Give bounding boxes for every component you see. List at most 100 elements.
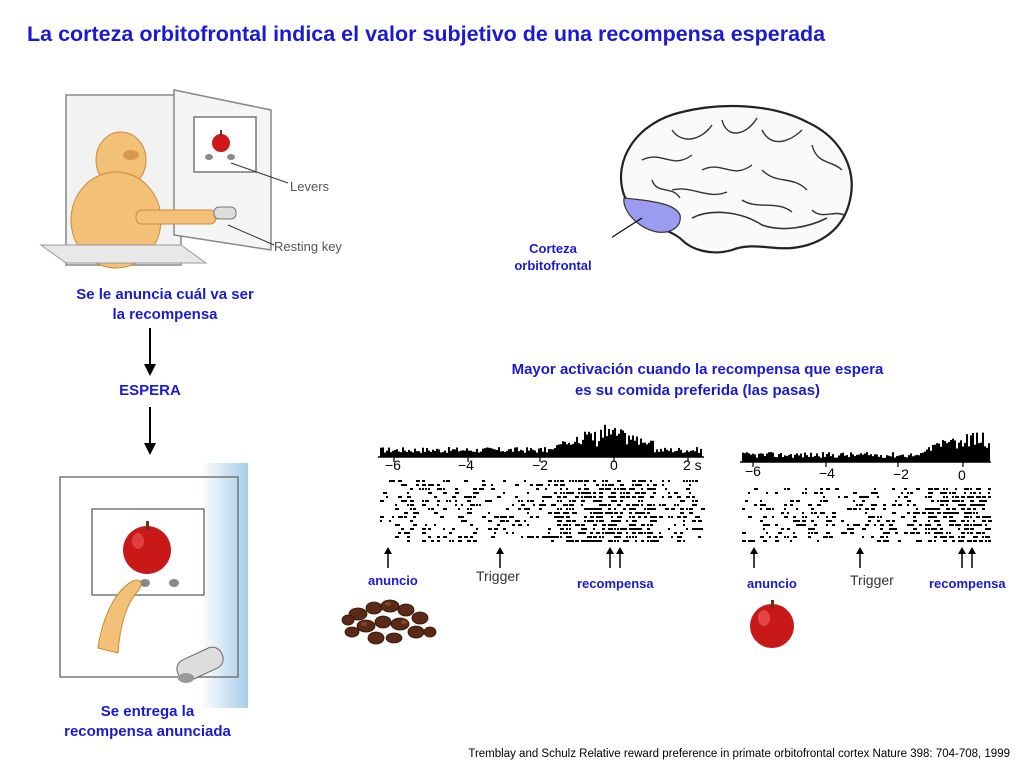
- spike-mark: [584, 488, 588, 490]
- spike-mark: [632, 508, 636, 510]
- spike-mark: [916, 540, 919, 542]
- spike-mark: [862, 536, 864, 538]
- spike-mark: [560, 536, 562, 538]
- spike-mark: [605, 532, 609, 534]
- spike-mark: [904, 488, 907, 490]
- spike-mark: [793, 516, 796, 518]
- spike-mark: [575, 480, 577, 482]
- spike-mark: [973, 492, 976, 494]
- spike-mark: [617, 516, 621, 518]
- spike-mark: [799, 524, 803, 526]
- spike-mark: [605, 484, 607, 486]
- spike-mark: [437, 536, 440, 538]
- spike-mark: [434, 524, 436, 526]
- spike-mark: [425, 500, 429, 502]
- histogram-bar: [664, 447, 666, 457]
- spike-mark: [979, 504, 983, 506]
- histogram-bar: [538, 448, 540, 457]
- histogram-bar: [448, 447, 450, 457]
- histogram-bar: [758, 453, 760, 462]
- spike-mark: [650, 496, 654, 498]
- histogram-bar: [402, 447, 404, 457]
- histogram-bar: [426, 447, 428, 457]
- spike-mark: [410, 500, 414, 502]
- histogram-bar: [832, 454, 834, 462]
- spike-mark: [967, 540, 970, 542]
- histogram-bar: [588, 431, 590, 457]
- spike-mark: [695, 504, 697, 506]
- spike-mark: [793, 520, 797, 522]
- spike-mark: [542, 536, 546, 538]
- spike-mark: [614, 488, 616, 490]
- spike-mark: [961, 508, 965, 510]
- spike-mark: [620, 488, 623, 490]
- spike-mark: [488, 500, 492, 502]
- spike-mark: [479, 504, 481, 506]
- spike-mark: [826, 520, 830, 522]
- histogram-bar: [564, 441, 566, 457]
- spike-mark: [422, 500, 424, 502]
- spike-mark: [638, 480, 641, 482]
- spike-mark: [650, 504, 652, 506]
- raster-left-trigger-label: Trigger: [476, 568, 520, 584]
- histogram-bar: [634, 440, 636, 457]
- spike-mark: [473, 504, 475, 506]
- histogram-bar: [464, 450, 466, 457]
- spike-mark: [422, 484, 426, 486]
- spike-mark: [763, 504, 766, 506]
- spike-mark: [886, 540, 889, 542]
- spike-mark: [769, 508, 771, 510]
- histogram-bar: [742, 452, 744, 462]
- resting-key-label: Resting key: [274, 239, 342, 254]
- citation-footer: Tremblay and Schulz Relative reward pref…: [468, 748, 1010, 760]
- spike-mark: [617, 536, 621, 538]
- spike-mark: [901, 492, 903, 494]
- spike-mark: [494, 532, 496, 534]
- spike-mark: [413, 524, 417, 526]
- spike-mark: [572, 508, 574, 510]
- spike-mark: [578, 532, 582, 534]
- result-heading-line2: es su comida preferida (las pasas): [574, 382, 821, 399]
- spike-mark: [871, 504, 874, 506]
- spike-mark: [979, 492, 981, 494]
- histogram-bar: [618, 433, 620, 457]
- histogram-bar: [914, 455, 916, 462]
- histogram-bar: [462, 450, 464, 457]
- spike-mark: [638, 512, 641, 514]
- spike-mark: [422, 532, 426, 534]
- spike-mark: [925, 528, 927, 530]
- spike-mark: [389, 520, 391, 522]
- spike-mark: [491, 484, 493, 486]
- spike-mark: [790, 504, 793, 506]
- spike-mark: [952, 500, 956, 502]
- spike-mark: [599, 488, 602, 490]
- histogram-bar: [922, 452, 924, 462]
- histogram-bar: [798, 455, 800, 462]
- histogram-bar: [610, 434, 612, 457]
- spike-mark: [410, 508, 412, 510]
- spike-mark: [823, 500, 827, 502]
- spike-mark: [428, 536, 431, 538]
- spike-mark: [470, 508, 472, 510]
- histogram-bar: [396, 449, 398, 457]
- spike-mark: [955, 524, 959, 526]
- spike-mark: [572, 520, 576, 522]
- spike-mark: [784, 508, 786, 510]
- raster-left-tick: −4: [458, 457, 474, 473]
- spike-mark: [545, 536, 548, 538]
- spike-mark: [584, 484, 586, 486]
- spike-mark: [958, 504, 961, 506]
- spike-mark: [641, 532, 643, 534]
- spike-mark: [608, 504, 611, 506]
- spike-mark: [874, 524, 876, 526]
- histogram-bar: [772, 452, 774, 462]
- spike-mark: [641, 496, 644, 498]
- spike-mark: [979, 500, 983, 502]
- spike-mark: [961, 520, 965, 522]
- histogram-bar: [800, 453, 802, 462]
- spike-mark: [811, 512, 813, 514]
- histogram-bar: [836, 457, 838, 462]
- spike-mark: [530, 536, 534, 538]
- spike-mark: [521, 504, 525, 506]
- spike-mark: [623, 488, 626, 490]
